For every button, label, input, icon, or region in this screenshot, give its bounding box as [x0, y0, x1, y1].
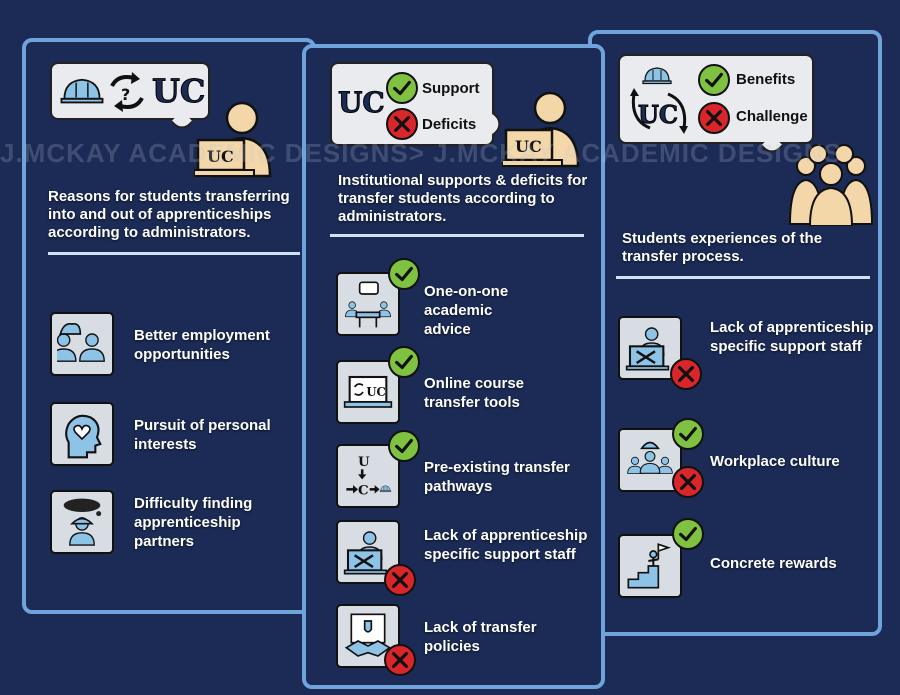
- item-label: One-on-one academic advice: [424, 283, 509, 338]
- panel-transfer-reasons: ? UC UC Reasons for students transferrin…: [22, 38, 316, 614]
- panel2-divider: [330, 234, 584, 237]
- svg-text:UC: UC: [207, 147, 234, 166]
- item-label: Difficulty finding apprenticeship partne…: [134, 495, 253, 550]
- uc-logo: UC: [338, 86, 386, 120]
- panel3-title: Students experiences of the transfer pro…: [622, 230, 823, 265]
- item-label: Pre-existing transfer pathways: [424, 459, 570, 495]
- workers-icon: [50, 312, 114, 376]
- uc-logo: UC: [151, 72, 206, 111]
- panel1-divider: [48, 252, 300, 255]
- check-badge: [672, 418, 704, 450]
- laptop-transfer-icon: UC: [336, 360, 400, 424]
- worried-worker-icon: [50, 490, 114, 554]
- item-label: Online course transfer tools: [424, 375, 525, 411]
- student-group-icon: [788, 144, 874, 226]
- hardhat-icon: [60, 73, 104, 107]
- cross-badge: [670, 358, 702, 390]
- panel3-header-bubble: UC Benefits Challenge: [618, 54, 814, 144]
- meeting-icon: [336, 272, 400, 336]
- panel2-header-bubble: UC Support Deficits: [330, 62, 494, 146]
- svg-text:UC: UC: [366, 385, 385, 399]
- benefits-label: Benefits: [736, 71, 796, 88]
- crew-icon: [618, 428, 682, 492]
- challenge-label: Challenge: [736, 108, 808, 125]
- swap-arrows-icon: ?: [110, 72, 144, 112]
- check-badge: [672, 518, 704, 550]
- svg-text:U: U: [358, 454, 370, 470]
- cross-badge: [384, 564, 416, 596]
- item-label: Pursuit of personal interests: [134, 417, 271, 453]
- panel2-title: Institutional supports & deficits for tr…: [338, 172, 588, 225]
- deficits-label: Deficits: [422, 116, 477, 133]
- cycle-arrows-icon: [630, 88, 688, 134]
- check-badge: [386, 72, 418, 104]
- item-label: Better employment opportunities: [134, 327, 270, 363]
- uc-logo: UC: [637, 100, 679, 130]
- svg-text:?: ?: [121, 85, 130, 104]
- heart-head-icon: [50, 402, 114, 466]
- cross-badge: [384, 644, 416, 676]
- panel1-title: Reasons for students transferring into a…: [48, 188, 290, 241]
- student-laptop-icon: UC: [502, 91, 580, 168]
- student-laptop-icon: UC: [194, 101, 272, 178]
- panel1-header-bubble: ? UC: [50, 62, 210, 120]
- svg-text:C: C: [358, 482, 369, 498]
- check-badge: [388, 346, 420, 378]
- check-badge: [388, 430, 420, 462]
- check-badge: [388, 258, 420, 290]
- item-label: Concrete rewards: [710, 555, 837, 572]
- panel3-divider: [616, 276, 870, 279]
- cross-badge: [698, 102, 730, 134]
- svg-text:UC: UC: [515, 137, 542, 156]
- item-label: Lack of apprenticeship specific support …: [424, 527, 588, 563]
- cross-badge: [672, 466, 704, 498]
- item-label: Lack of apprenticeship specific support …: [710, 319, 874, 355]
- panel-institutional-supports: UC Support Deficits UC Institutional sup…: [302, 44, 605, 689]
- hardhat-icon: [642, 64, 672, 86]
- check-badge: [698, 64, 730, 96]
- summit-flag-icon: [618, 534, 682, 598]
- item-label: Workplace culture: [710, 453, 840, 470]
- support-label: Support: [422, 80, 480, 97]
- staff-icon: [336, 520, 400, 584]
- panel-student-experiences: UC Benefits Challenge Students experienc…: [588, 30, 882, 636]
- cross-badge: [386, 108, 418, 140]
- item-label: Lack of transfer policies: [424, 619, 537, 655]
